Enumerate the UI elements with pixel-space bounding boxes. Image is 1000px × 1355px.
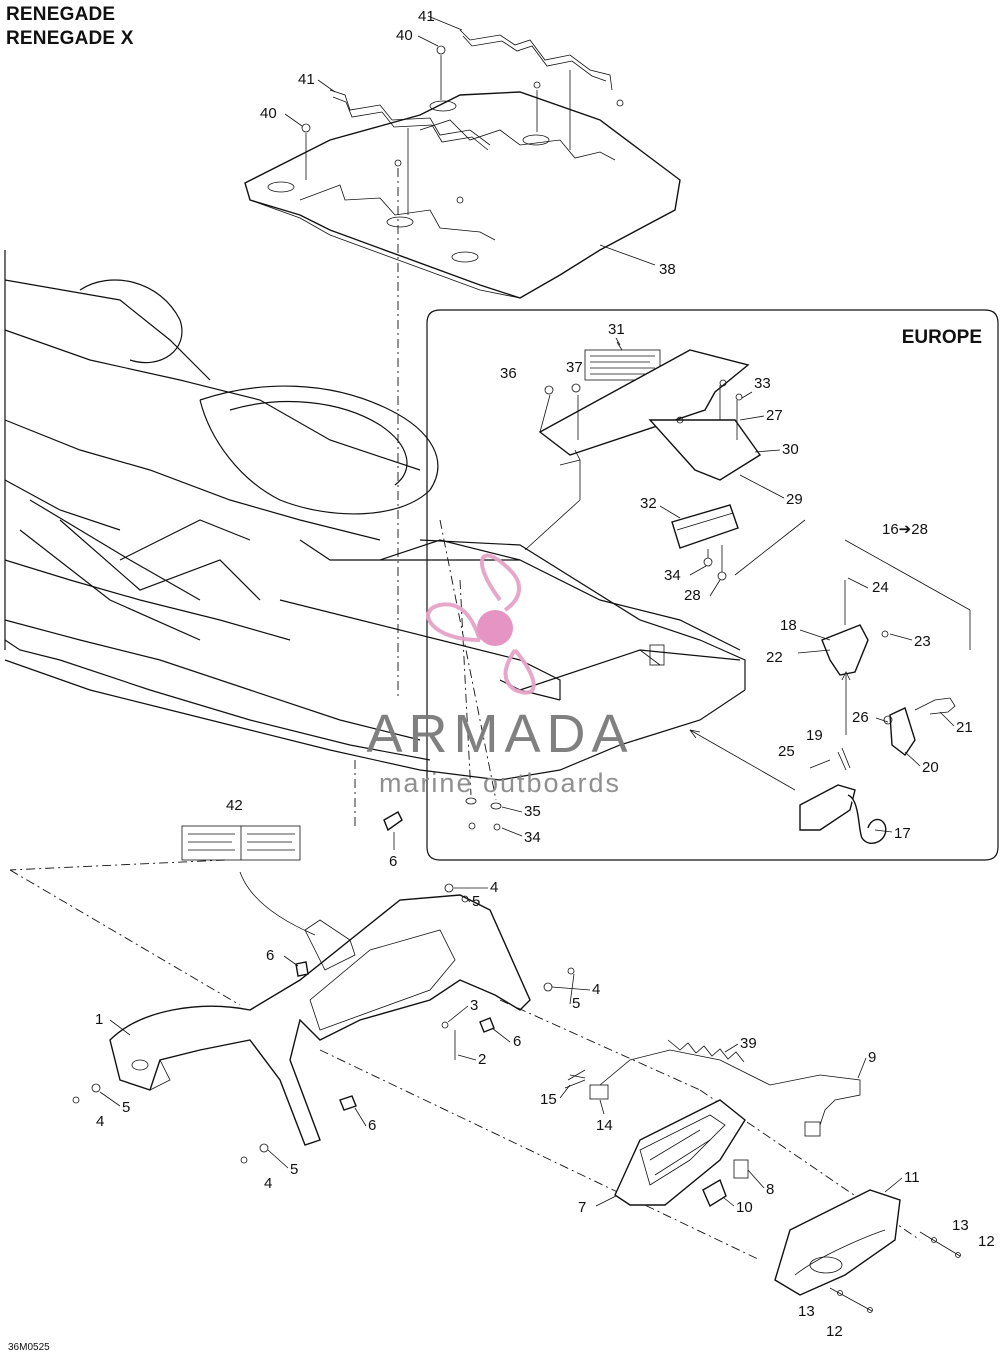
callout-41: 41 bbox=[298, 71, 315, 88]
callout-24: 24 bbox=[872, 579, 889, 596]
callout-1: 1 bbox=[95, 1011, 103, 1028]
callout-42: 42 bbox=[226, 797, 243, 814]
callout-25: 25 bbox=[778, 743, 795, 760]
callout-13: 13 bbox=[952, 1217, 969, 1234]
callout-19: 19 bbox=[806, 727, 823, 744]
callout-40: 40 bbox=[396, 27, 413, 44]
callout-16-28: 16➔28 bbox=[882, 521, 928, 538]
watermark-tagline: marine outboards bbox=[379, 768, 621, 798]
callout-20: 20 bbox=[922, 759, 939, 776]
callout-12: 12 bbox=[978, 1233, 995, 1250]
callout-31: 31 bbox=[608, 321, 625, 338]
callout-6: 6 bbox=[389, 853, 397, 870]
callout-26: 26 bbox=[852, 709, 869, 726]
callout-5: 5 bbox=[472, 893, 480, 910]
callout-7: 7 bbox=[578, 1199, 586, 1216]
callout-5: 5 bbox=[122, 1099, 130, 1116]
callout-41: 41 bbox=[418, 8, 435, 25]
callout-34: 34 bbox=[664, 567, 681, 584]
rear-bumper-assembly bbox=[9, 760, 961, 1313]
callout-17: 17 bbox=[894, 825, 911, 842]
callout-6: 6 bbox=[266, 947, 274, 964]
propeller-logo-icon bbox=[426, 553, 536, 695]
callout-12: 12 bbox=[826, 1323, 843, 1340]
callout-13: 13 bbox=[798, 1303, 815, 1320]
callout-4: 4 bbox=[490, 879, 498, 896]
callout-32: 32 bbox=[640, 495, 657, 512]
callout-4: 4 bbox=[264, 1175, 272, 1192]
callout-35: 35 bbox=[524, 803, 541, 820]
title-renegade: RENEGADE bbox=[6, 4, 116, 25]
callout-28: 28 bbox=[684, 587, 701, 604]
callout-11: 11 bbox=[904, 1169, 920, 1186]
callout-18: 18 bbox=[780, 617, 797, 634]
callout-39: 39 bbox=[740, 1035, 757, 1052]
callout-36: 36 bbox=[500, 365, 517, 382]
callout-22: 22 bbox=[766, 649, 783, 666]
callout-5: 5 bbox=[572, 995, 580, 1012]
europe-region bbox=[426, 309, 999, 861]
callout-4: 4 bbox=[96, 1113, 104, 1130]
callout-30: 30 bbox=[782, 441, 799, 458]
callout-8: 8 bbox=[766, 1181, 774, 1198]
callout-3: 3 bbox=[470, 997, 478, 1014]
callout-10: 10 bbox=[736, 1199, 753, 1216]
callout-27: 27 bbox=[766, 407, 783, 424]
chassis-frame bbox=[4, 250, 746, 781]
callout-6: 6 bbox=[368, 1117, 376, 1134]
callout-5: 5 bbox=[290, 1161, 298, 1178]
callout-4: 4 bbox=[592, 981, 600, 998]
callout-15: 15 bbox=[540, 1091, 557, 1108]
callout-9: 9 bbox=[868, 1049, 876, 1066]
protective-plate-assembly bbox=[244, 15, 681, 700]
drawing-code: 36M0525 bbox=[8, 1342, 50, 1353]
callout-33: 33 bbox=[754, 375, 771, 392]
callout-2: 2 bbox=[478, 1051, 486, 1068]
callout-14: 14 bbox=[596, 1117, 613, 1134]
watermark-brand: ARMADA bbox=[366, 704, 633, 764]
callout-37: 37 bbox=[566, 359, 583, 376]
leader-lines bbox=[99, 337, 955, 1207]
logo-dot bbox=[477, 610, 513, 646]
callout-29: 29 bbox=[786, 491, 803, 508]
callout-labels: 41 40 41 40 38 31 36 37 33 27 30 29 32 3… bbox=[95, 8, 995, 1340]
callout-40: 40 bbox=[260, 105, 277, 122]
callout-38: 38 bbox=[659, 261, 676, 278]
callout-34: 34 bbox=[524, 829, 541, 846]
region-label-europe: EUROPE bbox=[902, 327, 982, 348]
callout-6: 6 bbox=[513, 1033, 521, 1050]
title-renegade-x: RENEGADE X bbox=[6, 28, 134, 49]
callout-21: 21 bbox=[956, 719, 973, 736]
callout-23: 23 bbox=[914, 633, 931, 650]
armada-watermark: ARMADA marine outboards bbox=[366, 553, 633, 798]
